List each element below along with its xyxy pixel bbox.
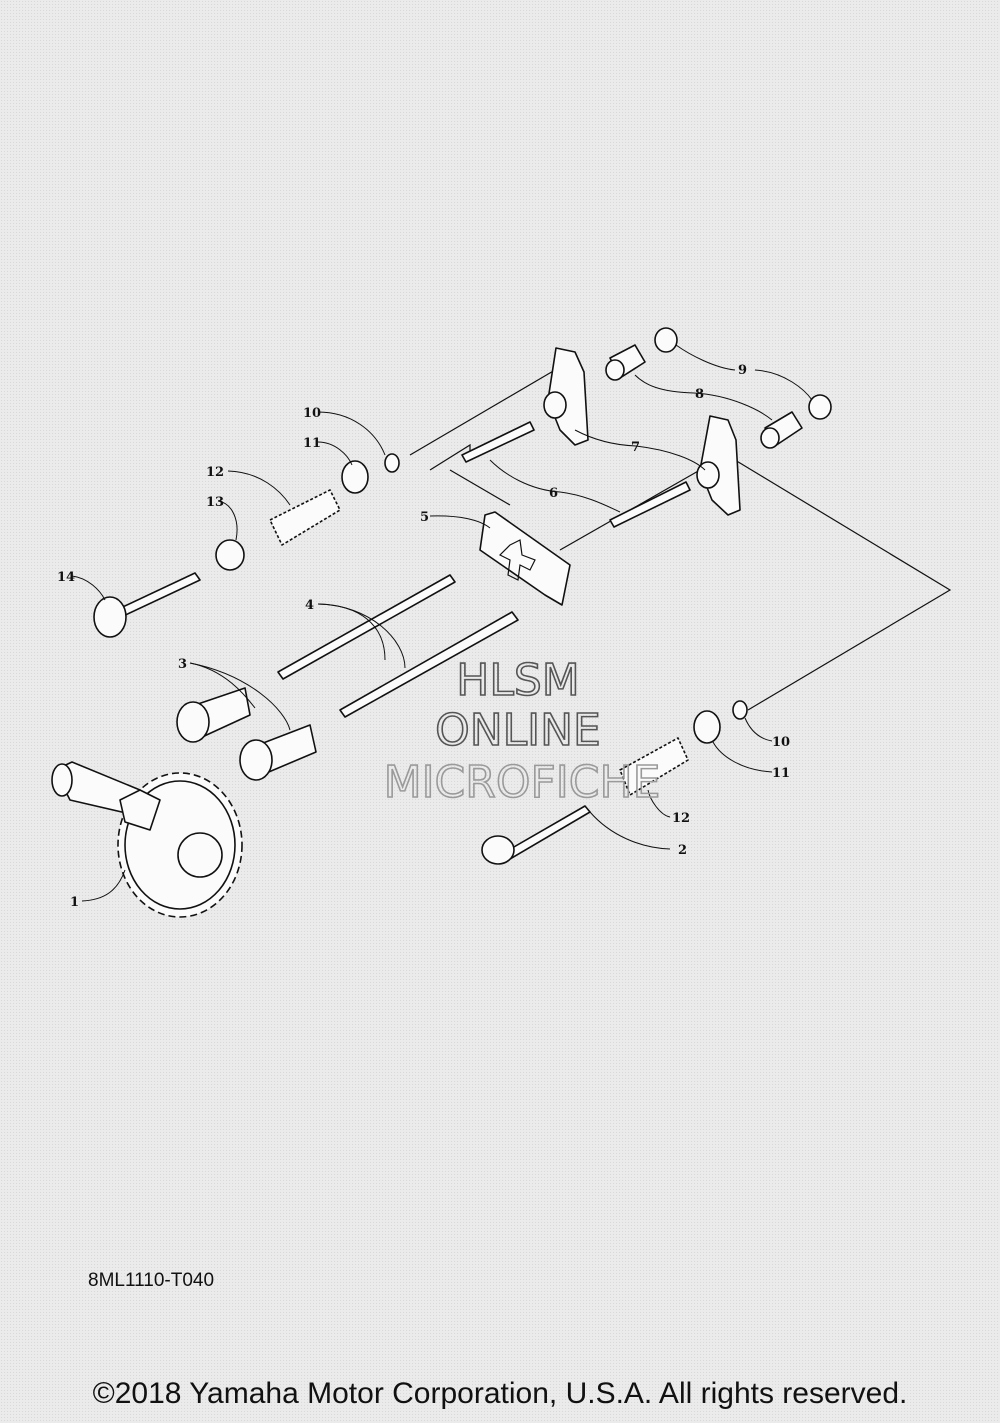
callout-10-lower: 10 — [772, 735, 790, 750]
valve-lifter-parts — [176, 687, 317, 781]
watermark-line-1: HLSM — [456, 655, 580, 706]
push-rod-parts — [277, 574, 519, 718]
callout-6: 6 — [549, 486, 558, 501]
rocker-arm-parts — [543, 347, 741, 516]
stud-bolt-parts — [461, 421, 691, 528]
callout-8: 8 — [695, 387, 704, 402]
callout-1: 1 — [70, 895, 79, 910]
callout-7: 7 — [631, 440, 640, 455]
callout-labels: 1 2 3 4 5 6 7 8 9 10 10 11 11 12 12 13 1… — [57, 363, 790, 910]
watermark-line-2: ONLINE — [435, 705, 601, 756]
callout-11-upper: 11 — [303, 436, 321, 451]
callout-2: 2 — [678, 843, 687, 858]
callout-5: 5 — [420, 510, 429, 525]
valve-part-2 — [481, 805, 591, 865]
assembly-guide-lines — [409, 369, 952, 711]
callout-4: 4 — [305, 598, 314, 613]
callout-9: 9 — [738, 363, 747, 378]
callout-12-upper: 12 — [206, 465, 224, 480]
camshaft-gear-part — [51, 761, 243, 918]
push-rod-guide-plate-part — [479, 511, 571, 606]
leader-lines — [71, 344, 813, 902]
callout-12-lower: 12 — [672, 811, 690, 826]
watermark-line-3: MICROFICHE — [384, 757, 661, 808]
callout-10-upper: 10 — [303, 406, 321, 421]
valve-spring-and-retainer-parts — [215, 453, 748, 796]
watermark: HLSM ONLINE MICROFICHE — [383, 654, 661, 809]
figure-code: 8ML1110-T040 — [88, 1270, 215, 1291]
callout-3: 3 — [178, 657, 187, 672]
adjuster-parts — [605, 344, 803, 449]
nut-parts — [654, 327, 832, 420]
copyright-notice: ©2018 Yamaha Motor Corporation, U.S.A. A… — [92, 1377, 908, 1410]
valve-part-14 — [93, 572, 201, 638]
callout-13: 13 — [206, 495, 224, 510]
callout-14: 14 — [57, 570, 75, 585]
callout-11-lower: 11 — [772, 766, 790, 781]
